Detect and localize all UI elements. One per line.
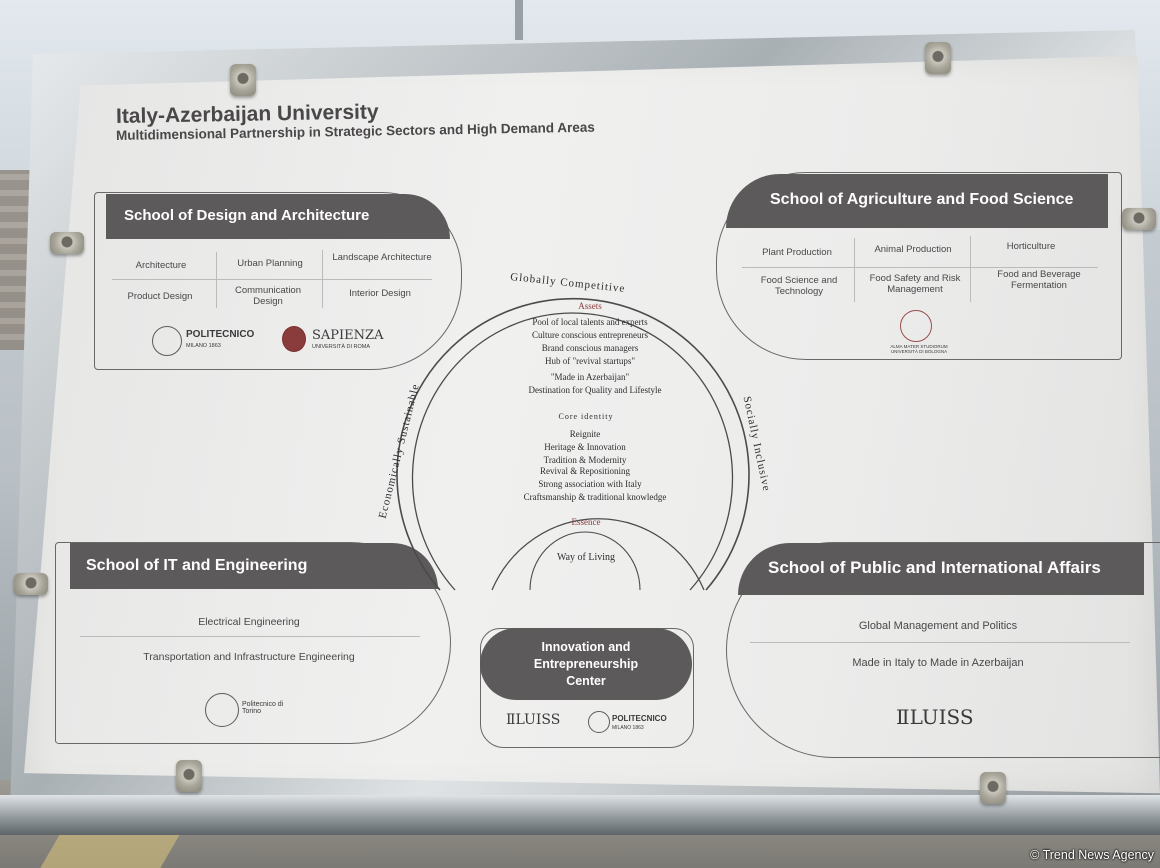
core-arc <box>491 518 705 591</box>
sapienza-logo-text: SAPIENZA <box>312 328 384 343</box>
bolt-icon <box>176 760 202 792</box>
public-affairs-title: School of Public and International Affai… <box>768 558 1101 577</box>
torino-logo-text: Politecnico di Torino <box>242 701 284 715</box>
politecnico-logo-sub: MILANO 1863 <box>186 343 221 349</box>
program-food-safety: Food Safety and Risk Management <box>869 273 961 295</box>
politecnico-logo-text: POLITECNICO <box>186 329 255 340</box>
core-item: Heritage & Innovation <box>544 442 626 452</box>
asset-item: Destination for Quality and Lifestyle <box>528 385 662 395</box>
center-luiss-logo: ⅡLUISS <box>506 712 560 728</box>
program-plant-production: Plant Production <box>762 247 832 258</box>
lamp-pole <box>515 0 523 40</box>
core-item: Reignite <box>569 429 601 439</box>
luiss-logo: ⅡLUISS <box>896 705 974 729</box>
public-affairs-header: School of Public and International Affai… <box>738 543 1144 595</box>
frame-bottom-rail <box>0 795 1160 835</box>
essence-arc <box>529 531 641 591</box>
divider <box>750 642 1130 643</box>
program-transportation-engineering: Transportation and Infrastructure Engine… <box>143 651 355 663</box>
asset-item: "Made in Azerbaijan" <box>550 372 630 382</box>
politecnico-milano-logo-icon <box>152 326 182 356</box>
bolt-icon <box>925 42 951 74</box>
program-electrical-engineering: Electrical Engineering <box>198 616 300 628</box>
program-interior-design: Interior Design <box>349 288 411 299</box>
bolt-icon <box>1122 208 1156 230</box>
program-landscape-architecture: Landscape Architecture <box>332 252 432 263</box>
center-luiss-logo-text: LUISS <box>515 712 561 728</box>
luiss-columns-icon: Ⅱ <box>506 712 516 728</box>
asset-item: Hub of "revival startups" <box>544 356 636 366</box>
core-item: Revival & Repositioning <box>540 466 630 476</box>
card-it-school <box>55 542 451 744</box>
core-item: Craftsmanship & traditional knowledge <box>523 492 667 502</box>
it-school-header: School of IT and Engineering <box>70 543 438 589</box>
watermark: © Trend News Agency <box>1030 848 1154 862</box>
agriculture-school-header: School of Agriculture and Food Science <box>726 174 1108 228</box>
innovation-center-title: Innovation and Entrepreneurship Center <box>533 640 639 688</box>
sapienza-logo-sub: UNIVERSITÀ DI ROMA <box>312 344 371 350</box>
bolt-icon <box>980 772 1006 804</box>
core-item: Tradition & Modernity <box>543 455 627 465</box>
program-urban-planning: Urban Planning <box>237 258 303 269</box>
program-product-design: Product Design <box>127 291 193 302</box>
assets-arc <box>411 312 734 591</box>
divider <box>854 238 855 302</box>
politecnico-torino-logo-icon <box>205 693 239 727</box>
sapienza-seal-icon <box>282 326 306 352</box>
bolt-icon <box>14 573 48 595</box>
luiss-columns-icon: Ⅱ <box>896 705 910 729</box>
outer-arc <box>396 298 750 591</box>
program-global-management: Global Management and Politics <box>858 620 1018 632</box>
core-identity-title: Core identity <box>558 412 614 421</box>
bolt-icon <box>230 64 256 96</box>
divider <box>742 267 1098 268</box>
it-school-title: School of IT and Engineering <box>86 557 308 574</box>
essence-title: Essence <box>571 517 601 527</box>
program-horticulture: Horticulture <box>1006 241 1056 252</box>
essence-value: Way of Living <box>556 552 616 563</box>
program-architecture: Architecture <box>135 260 187 271</box>
program-food-science: Food Science and Technology <box>760 275 838 297</box>
assets-title: Assets <box>578 301 602 311</box>
card-design-school <box>94 192 462 370</box>
program-made-in-italy: Made in Italy to Made in Azerbaijan <box>852 657 1024 669</box>
politecnico-milano-logo-icon <box>588 711 610 733</box>
design-school-header: School of Design and Architecture <box>106 194 450 239</box>
divider <box>112 279 432 280</box>
agriculture-school-title: School of Agriculture and Food Science <box>770 191 1074 208</box>
design-school-title: School of Design and Architecture <box>124 207 370 224</box>
innovation-center-header: Innovation and Entrepreneurship Center <box>480 628 692 700</box>
bolt-icon <box>50 232 84 254</box>
divider <box>322 250 323 308</box>
card-agriculture-school <box>716 172 1122 360</box>
asset-item: Culture conscious entrepreneurs <box>532 330 648 340</box>
program-animal-production: Animal Production <box>874 244 952 255</box>
program-communication-design: Communication Design <box>235 285 301 307</box>
core-item: Strong association with Italy <box>538 479 642 489</box>
program-food-beverage-fermentation: Food and Beverage Fermentation <box>997 269 1081 291</box>
center-politecnico-logo-sub: MILANO 1863 <box>612 725 644 731</box>
center-politecnico-logo-text: POLITECNICO <box>612 714 667 723</box>
divider <box>80 636 420 637</box>
luiss-logo-text: LUISS <box>909 705 974 729</box>
divider <box>970 236 971 302</box>
divider <box>216 252 217 308</box>
bologna-logo-sub: ALMA MATER STUDIORUM UNIVERSITÀ DI BOLOG… <box>890 344 948 354</box>
card-public-affairs-school <box>726 542 1160 758</box>
asset-item: Brand conscious managers <box>541 343 639 353</box>
bologna-seal-icon <box>900 310 932 342</box>
asset-item: Pool of local talents and experts <box>532 317 648 327</box>
